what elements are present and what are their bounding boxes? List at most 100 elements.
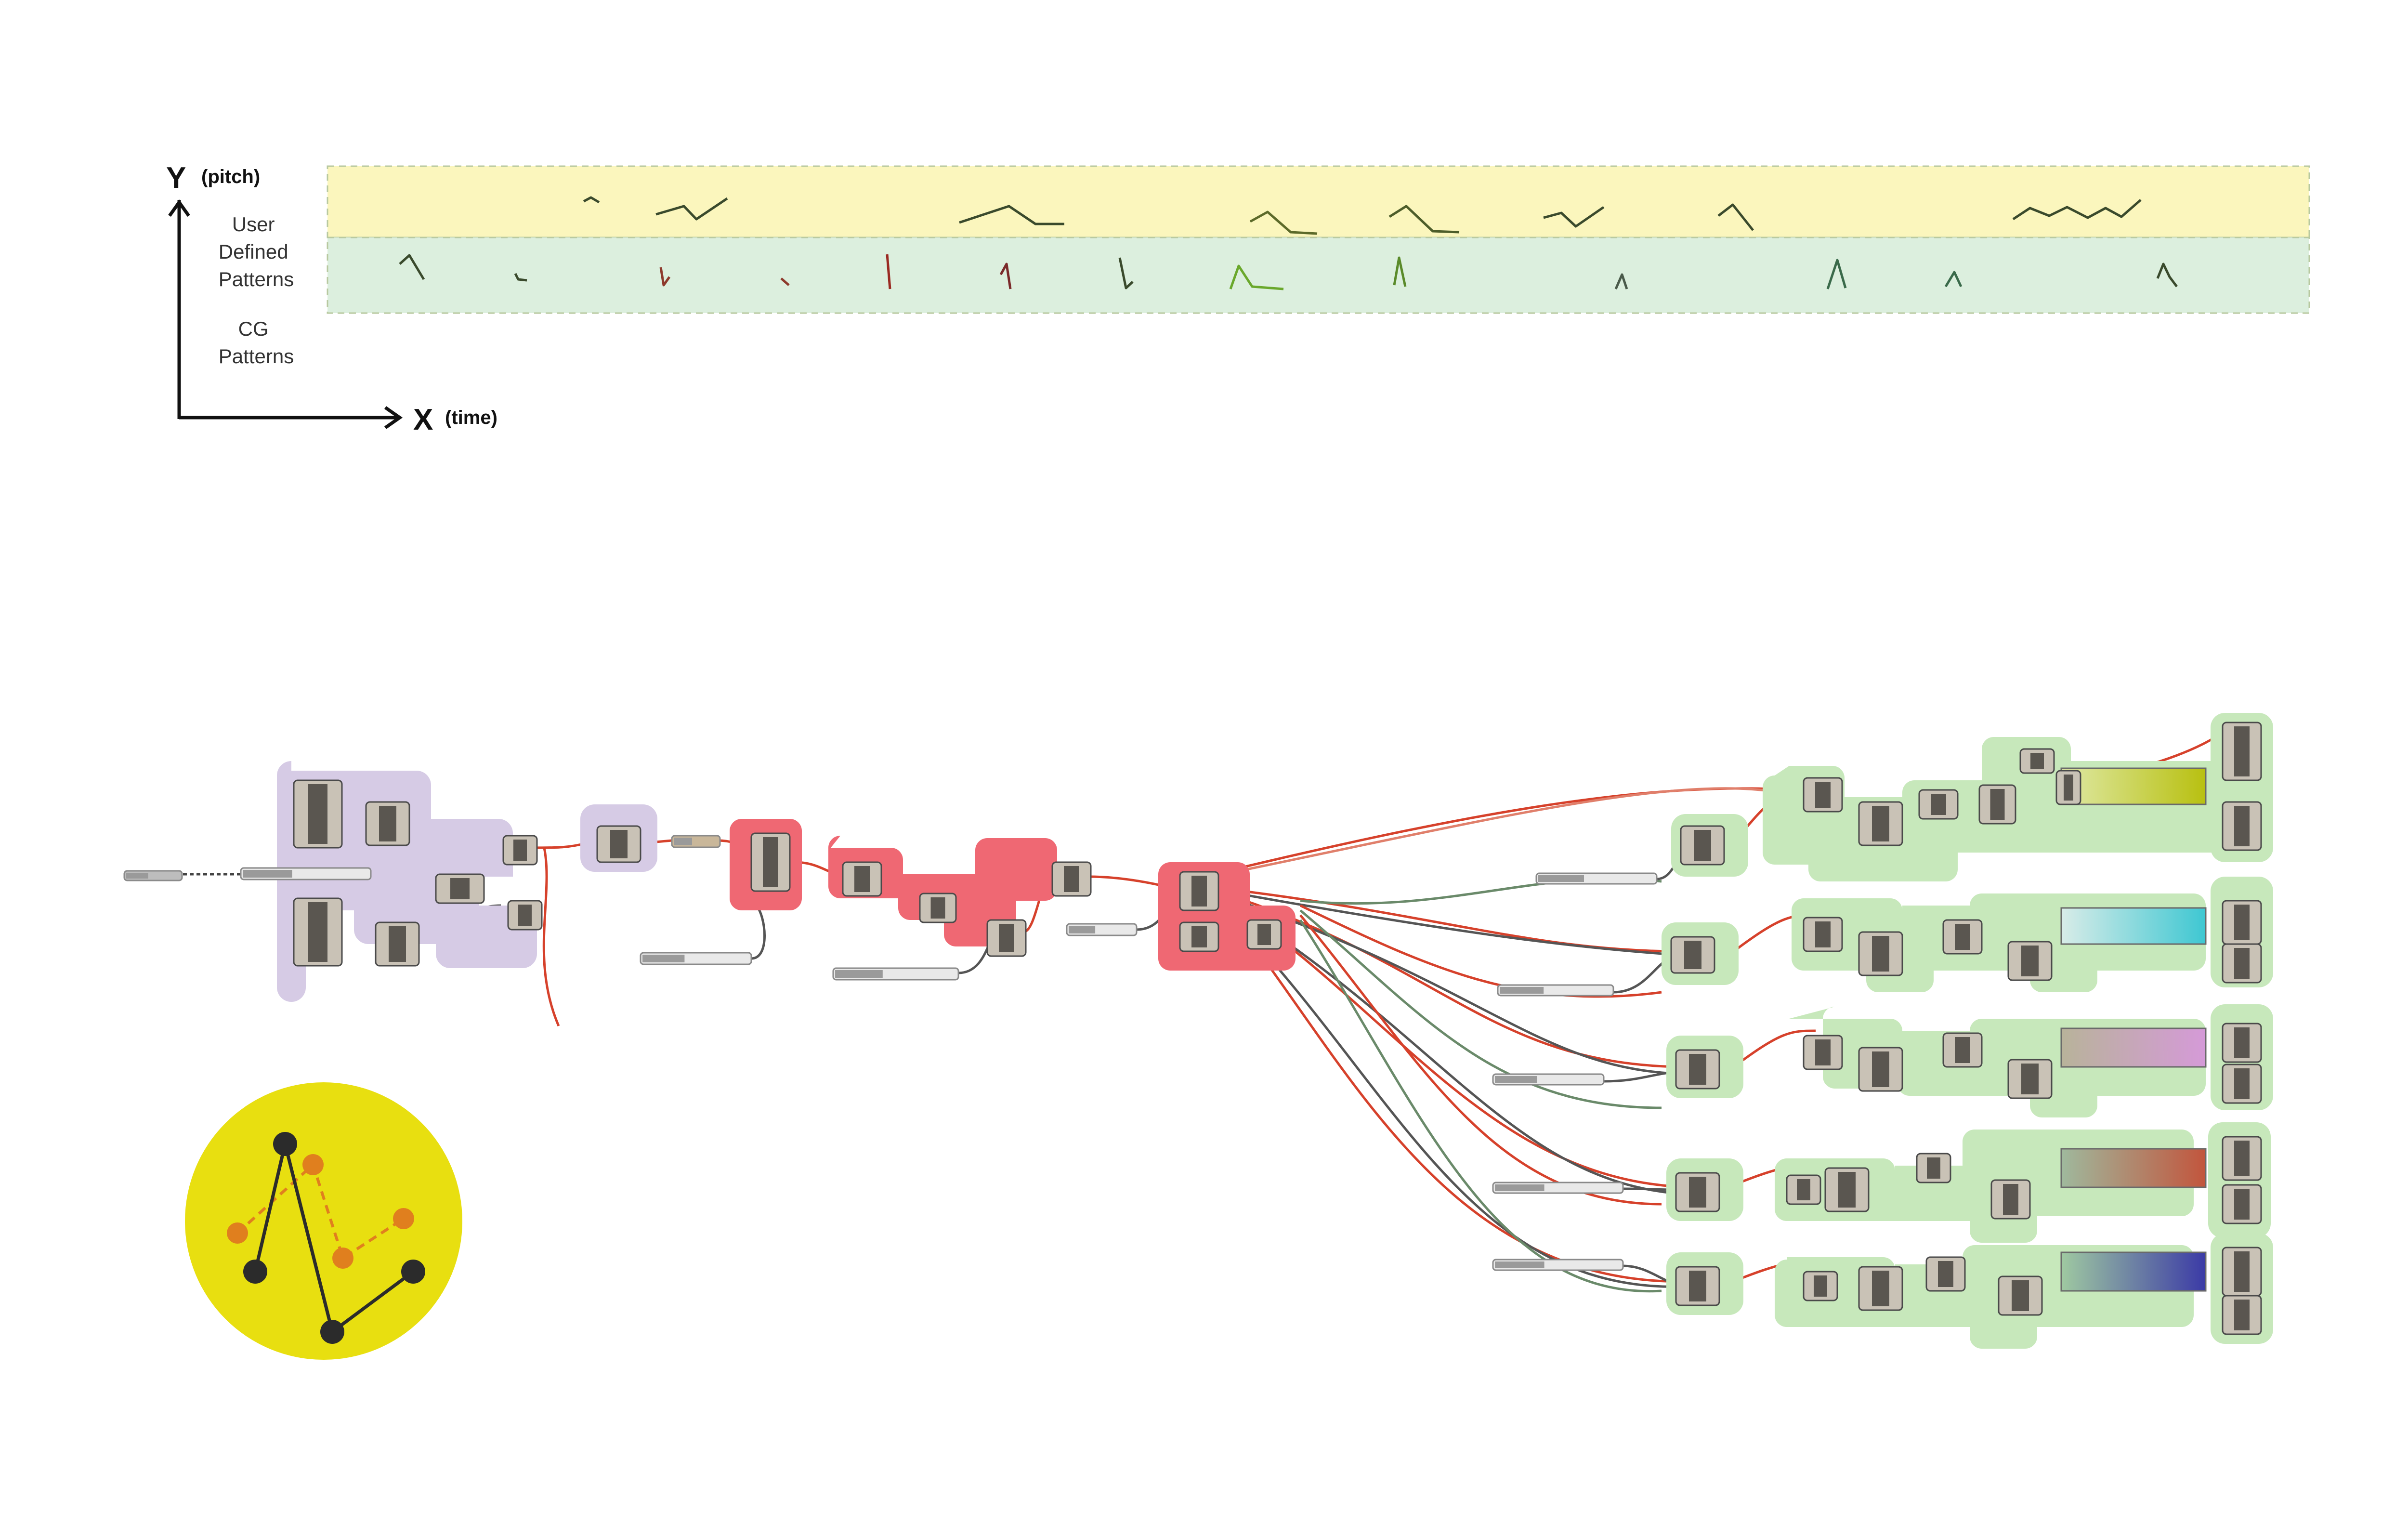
slider-label-box (1500, 987, 1544, 994)
x-axis-arrowhead (384, 406, 403, 429)
gh-component (1990, 1179, 2031, 1220)
slider-label-box (1069, 926, 1096, 933)
gh-component (507, 900, 543, 931)
cg-pattern-glyph (1944, 271, 1963, 288)
gh-component (1858, 1266, 1903, 1311)
gh-component (2007, 941, 2053, 981)
cg-pattern-glyph (659, 267, 671, 287)
gh-component (1803, 917, 1843, 952)
user-pattern-glyph (2012, 199, 2142, 221)
gh-component (1918, 789, 1959, 820)
y-axis-letter: Y (166, 161, 186, 195)
gh-component (1978, 784, 2016, 825)
node-graph (123, 713, 2273, 1349)
wire (1299, 919, 1662, 1293)
gh-component (1942, 1032, 1983, 1068)
pattern-bands: User Defined Patterns CG Patterns (219, 165, 2310, 368)
user-label-line: User (232, 213, 275, 236)
icon-point (401, 1260, 425, 1284)
wire (1223, 890, 1696, 958)
icon-solid-points (243, 1132, 425, 1344)
user-pattern-glyph (1543, 206, 1605, 228)
gradient-swatches (2060, 767, 2207, 1292)
gh-component (2222, 1136, 2262, 1181)
gh-component (1670, 936, 1715, 974)
cg-label-line: Patterns (219, 345, 294, 368)
cg-label-line: CG (238, 317, 269, 340)
gh-component (1675, 1049, 1720, 1090)
slider-label-box (1538, 875, 1584, 882)
gradient-swatch (2060, 1251, 2207, 1292)
icon-point (393, 1208, 414, 1229)
y-axis-arrowhead (168, 199, 190, 217)
icon-point (320, 1320, 344, 1344)
gh-component (842, 861, 882, 897)
gh-component (293, 897, 343, 967)
gh-component (2019, 748, 2055, 774)
x-axis-caption: (time) (445, 407, 497, 428)
x-axis-letter: X (413, 403, 433, 436)
cg-pattern-glyph (1229, 264, 1284, 290)
gh-component (750, 832, 791, 892)
gh-component (1246, 919, 1282, 950)
user-pattern-glyph (583, 196, 600, 204)
gh-component (2222, 1247, 2262, 1297)
slider-label-box (126, 873, 148, 879)
user-defined-band (327, 165, 2310, 238)
wire (532, 841, 588, 849)
gh-component (1675, 1266, 1720, 1306)
gh-component (365, 801, 410, 846)
cg-pattern-glyph (399, 254, 425, 280)
gh-component (919, 893, 957, 923)
wire (1222, 897, 1696, 1189)
cg-pattern-glyph (1826, 259, 1847, 289)
group-hull (828, 836, 1057, 946)
user-pattern-glyph (959, 205, 1064, 225)
gh-component (1858, 801, 1903, 846)
user-defined-label: User Defined Patterns (219, 213, 294, 290)
cg-band (327, 236, 2310, 314)
icon-point (302, 1154, 324, 1175)
slider-label-box (1495, 1261, 1544, 1268)
cg-pattern-glyph (1118, 257, 1134, 289)
group-hull (1158, 862, 1296, 971)
user-label-line: Patterns (219, 268, 294, 290)
cg-pattern-glyph (1614, 273, 1628, 289)
gh-component (2222, 1295, 2262, 1335)
user-pattern-glyph (1388, 205, 1460, 234)
cg-pattern-glyph (2156, 263, 2178, 288)
wire (1299, 904, 1662, 998)
icon-point (273, 1132, 297, 1156)
icon-solid-pattern (253, 1143, 415, 1335)
wire (1733, 1029, 1816, 1068)
gh-component (1803, 1035, 1843, 1070)
cg-label: CG Patterns (219, 317, 294, 368)
gh-component (2222, 1184, 2262, 1224)
wire (1603, 1070, 1676, 1083)
cg-pattern-glyphs (399, 254, 2178, 290)
gh-component (2007, 1059, 2053, 1099)
gh-component (1942, 919, 1983, 955)
slider-label-box (835, 970, 883, 978)
wire (1222, 907, 1696, 1288)
slider-label-box (1495, 1076, 1537, 1083)
number-sliders (123, 835, 1658, 1271)
gh-component (2222, 943, 2262, 984)
gh-component (2222, 1023, 2262, 1063)
icon-point (227, 1222, 248, 1244)
icon-point (243, 1260, 267, 1284)
gh-component (1680, 825, 1725, 866)
wire (1223, 787, 1792, 876)
icon-circle (185, 1082, 462, 1360)
user-pattern-glyph (655, 197, 728, 221)
pattern-icon (185, 1082, 462, 1360)
cg-pattern-glyph (514, 273, 527, 282)
icon-point (332, 1248, 353, 1269)
gh-component (1675, 1172, 1720, 1212)
gh-component (1786, 1174, 1821, 1205)
gh-component (1179, 921, 1219, 952)
gradient-swatch (2060, 767, 2207, 805)
cg-pattern-glyph (780, 277, 790, 286)
slider-label-box (642, 955, 685, 962)
wire (1299, 909, 1662, 1109)
